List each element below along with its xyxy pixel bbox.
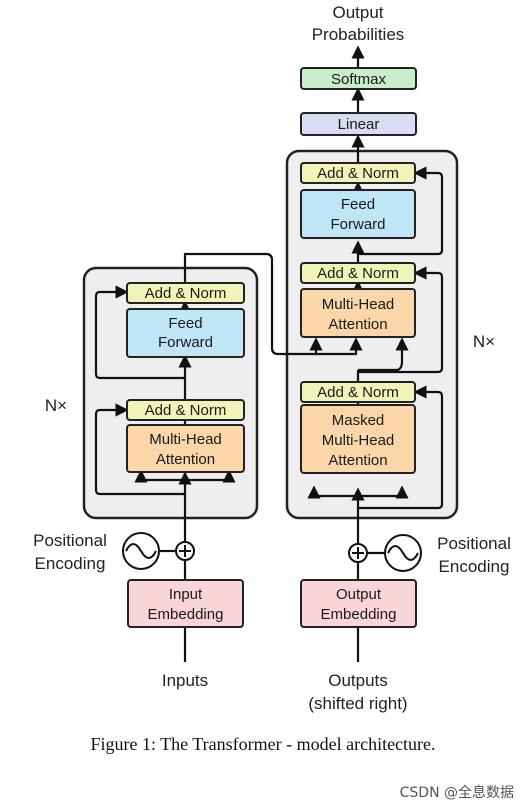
encoder-positional-encoding-label-2: Encoding: [35, 554, 106, 573]
watermark: CSDN @全息数据: [399, 785, 514, 801]
connections: [94, 45, 444, 662]
encoder-feed-forward-label-2: Forward: [158, 334, 213, 351]
softmax-block: [300, 67, 417, 90]
decoder-mha-label-1: Multi-Head: [322, 296, 395, 313]
decoder-add-norm-2-label: Add & Norm: [317, 265, 399, 282]
decoder-add-circle: [348, 543, 368, 563]
encoder-nx-label: N×: [45, 396, 67, 415]
input-embedding-label-2: Embedding: [148, 606, 224, 623]
encoder-add-norm-2-label: Add & Norm: [145, 285, 227, 302]
decoder-add-norm-1: [300, 381, 416, 403]
decoder-add-norm-3-label: Add & Norm: [317, 165, 399, 182]
linear-label: Linear: [338, 116, 380, 133]
encoder-mha-label-2: Attention: [156, 451, 215, 468]
linear-block: [300, 112, 417, 136]
output-probabilities-label-1: Output: [332, 3, 383, 22]
outputs-label-2: (shifted right): [308, 694, 407, 713]
decoder-mha-label-2: Attention: [328, 316, 387, 333]
encoder-add-norm-1: [126, 399, 245, 421]
decoder-positional-encoding-label-2: Encoding: [439, 557, 510, 576]
decoder-positional-encoding-icon: [384, 534, 422, 572]
encoder-feed-forward: [126, 308, 245, 358]
encoder-mha-label-1: Multi-Head: [149, 431, 222, 448]
input-embedding: [127, 579, 244, 628]
encoder-add-circle: [175, 541, 195, 561]
decoder-add-norm-2: [300, 262, 416, 284]
decoder-masked-multi-head-attention: [300, 404, 416, 474]
decoder-feed-forward: [300, 189, 416, 239]
decoder-nx-label: N×: [473, 332, 495, 351]
outputs-label-1: Outputs: [328, 671, 388, 690]
encoder-add-norm-2: [126, 282, 245, 304]
inputs-label: Inputs: [162, 671, 208, 690]
output-embedding: [300, 579, 417, 628]
input-embedding-label-1: Input: [169, 586, 203, 603]
decoder-add-norm-3: [300, 162, 416, 184]
encoder-add-norm-1-label: Add & Norm: [145, 402, 227, 419]
decoder-positional-encoding-label-1: Positional: [437, 534, 511, 553]
decoder-mmha-label-2: Multi-Head: [322, 432, 395, 449]
decoder-add-norm-1-label: Add & Norm: [317, 384, 399, 401]
output-probabilities-label-2: Probabilities: [312, 25, 405, 44]
encoder-positional-encoding-icon: [122, 532, 160, 570]
decoder-feed-forward-label-2: Forward: [330, 216, 385, 233]
output-embedding-label-2: Embedding: [321, 606, 397, 623]
decoder-mmha-label-3: Attention: [328, 452, 387, 469]
decoder-multi-head-attention: [300, 288, 416, 338]
encoder-feed-forward-label-1: Feed: [168, 315, 202, 332]
output-embedding-label-1: Output: [336, 586, 382, 603]
encoder-positional-encoding-label-1: Positional: [33, 531, 107, 550]
softmax-label: Softmax: [331, 71, 387, 88]
figure-caption: Figure 1: The Transformer - model archit…: [90, 734, 436, 754]
decoder-mmha-label-1: Masked: [332, 412, 385, 429]
decoder-feed-forward-label-1: Feed: [341, 196, 375, 213]
encoder-multi-head-attention: [126, 424, 245, 473]
